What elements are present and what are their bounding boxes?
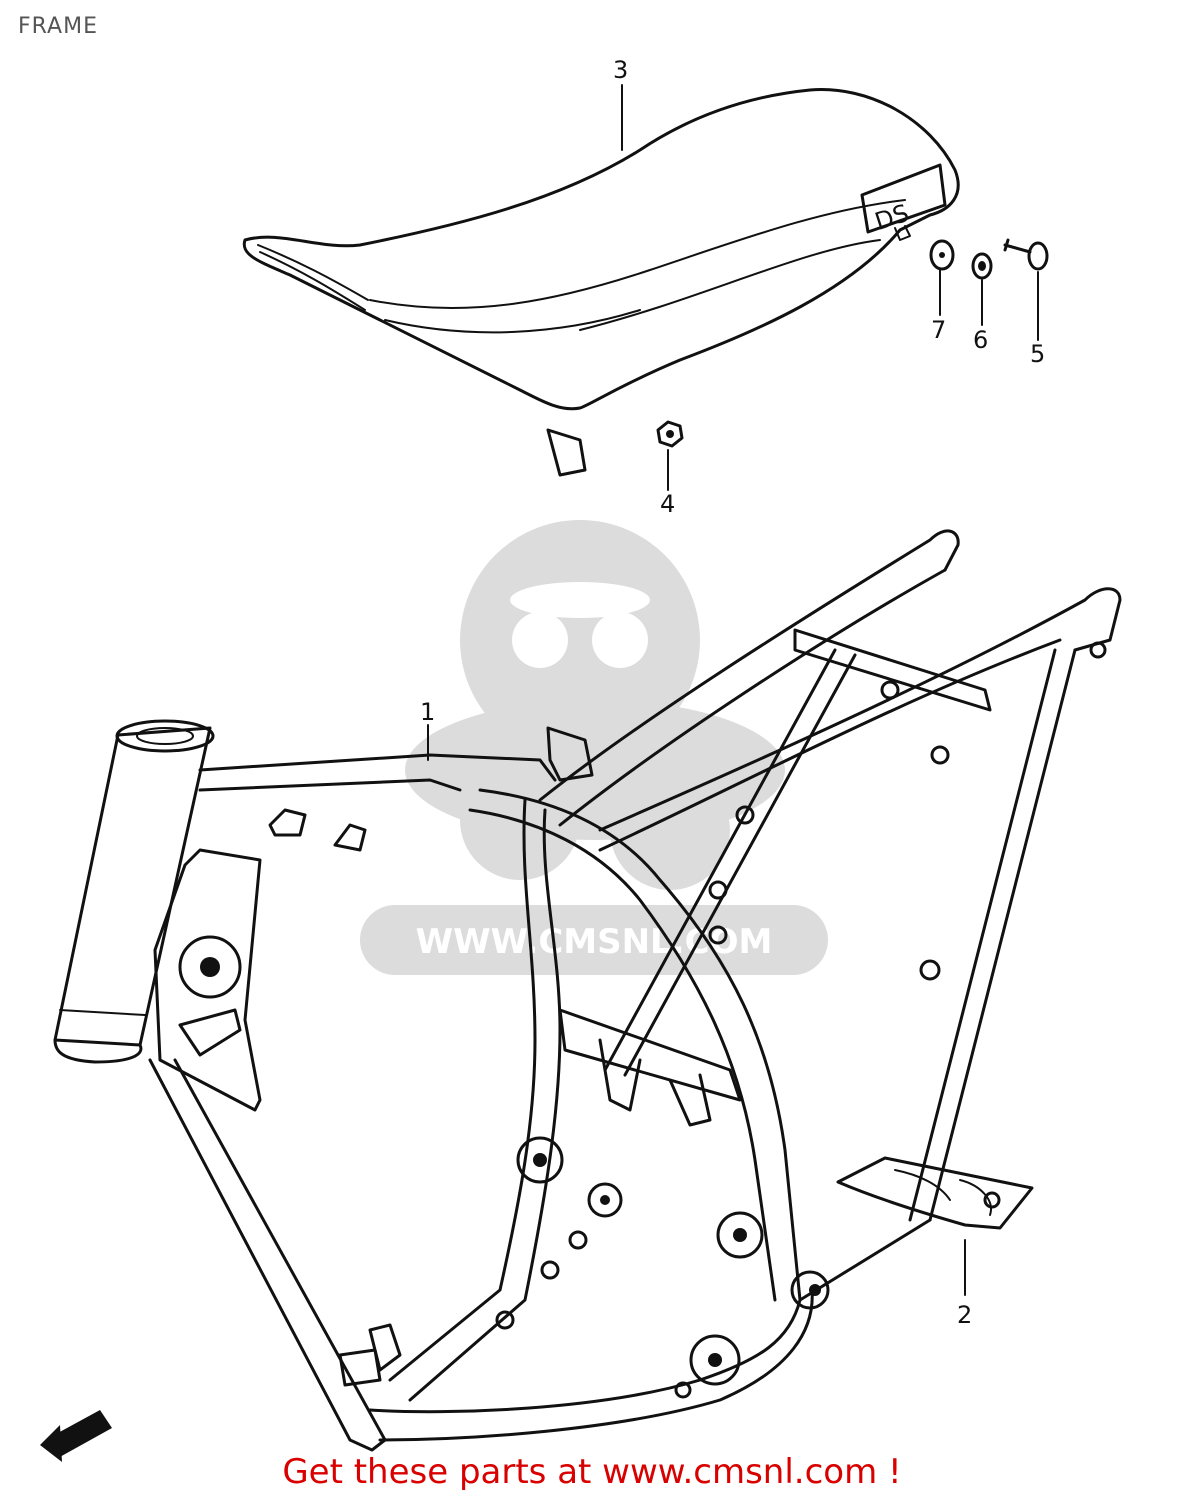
callout-2: 2 bbox=[957, 1301, 972, 1329]
cover-plate-part bbox=[836, 1156, 1034, 1230]
watermark: WWW.CMSNL.COM bbox=[360, 520, 828, 975]
callout-6: 6 bbox=[973, 326, 988, 354]
front-arrow-icon bbox=[40, 1410, 112, 1462]
callout-1: 1 bbox=[420, 698, 435, 726]
callout-7: 7 bbox=[931, 316, 946, 344]
callout-leaders bbox=[427, 84, 1039, 1296]
callout-3: 3 bbox=[613, 56, 628, 84]
callout-labels: 3 1 2 7 6 5 4 bbox=[420, 56, 1045, 1329]
seat-part: DS bbox=[242, 88, 960, 411]
hardware-parts bbox=[656, 238, 1049, 448]
page-title: FRAME bbox=[18, 14, 98, 39]
callout-5: 5 bbox=[1030, 340, 1045, 368]
frame-part bbox=[53, 428, 1122, 1452]
footer-link-text[interactable]: Get these parts at www.cmsnl.com ! bbox=[282, 1452, 902, 1492]
callout-4: 4 bbox=[660, 490, 675, 518]
